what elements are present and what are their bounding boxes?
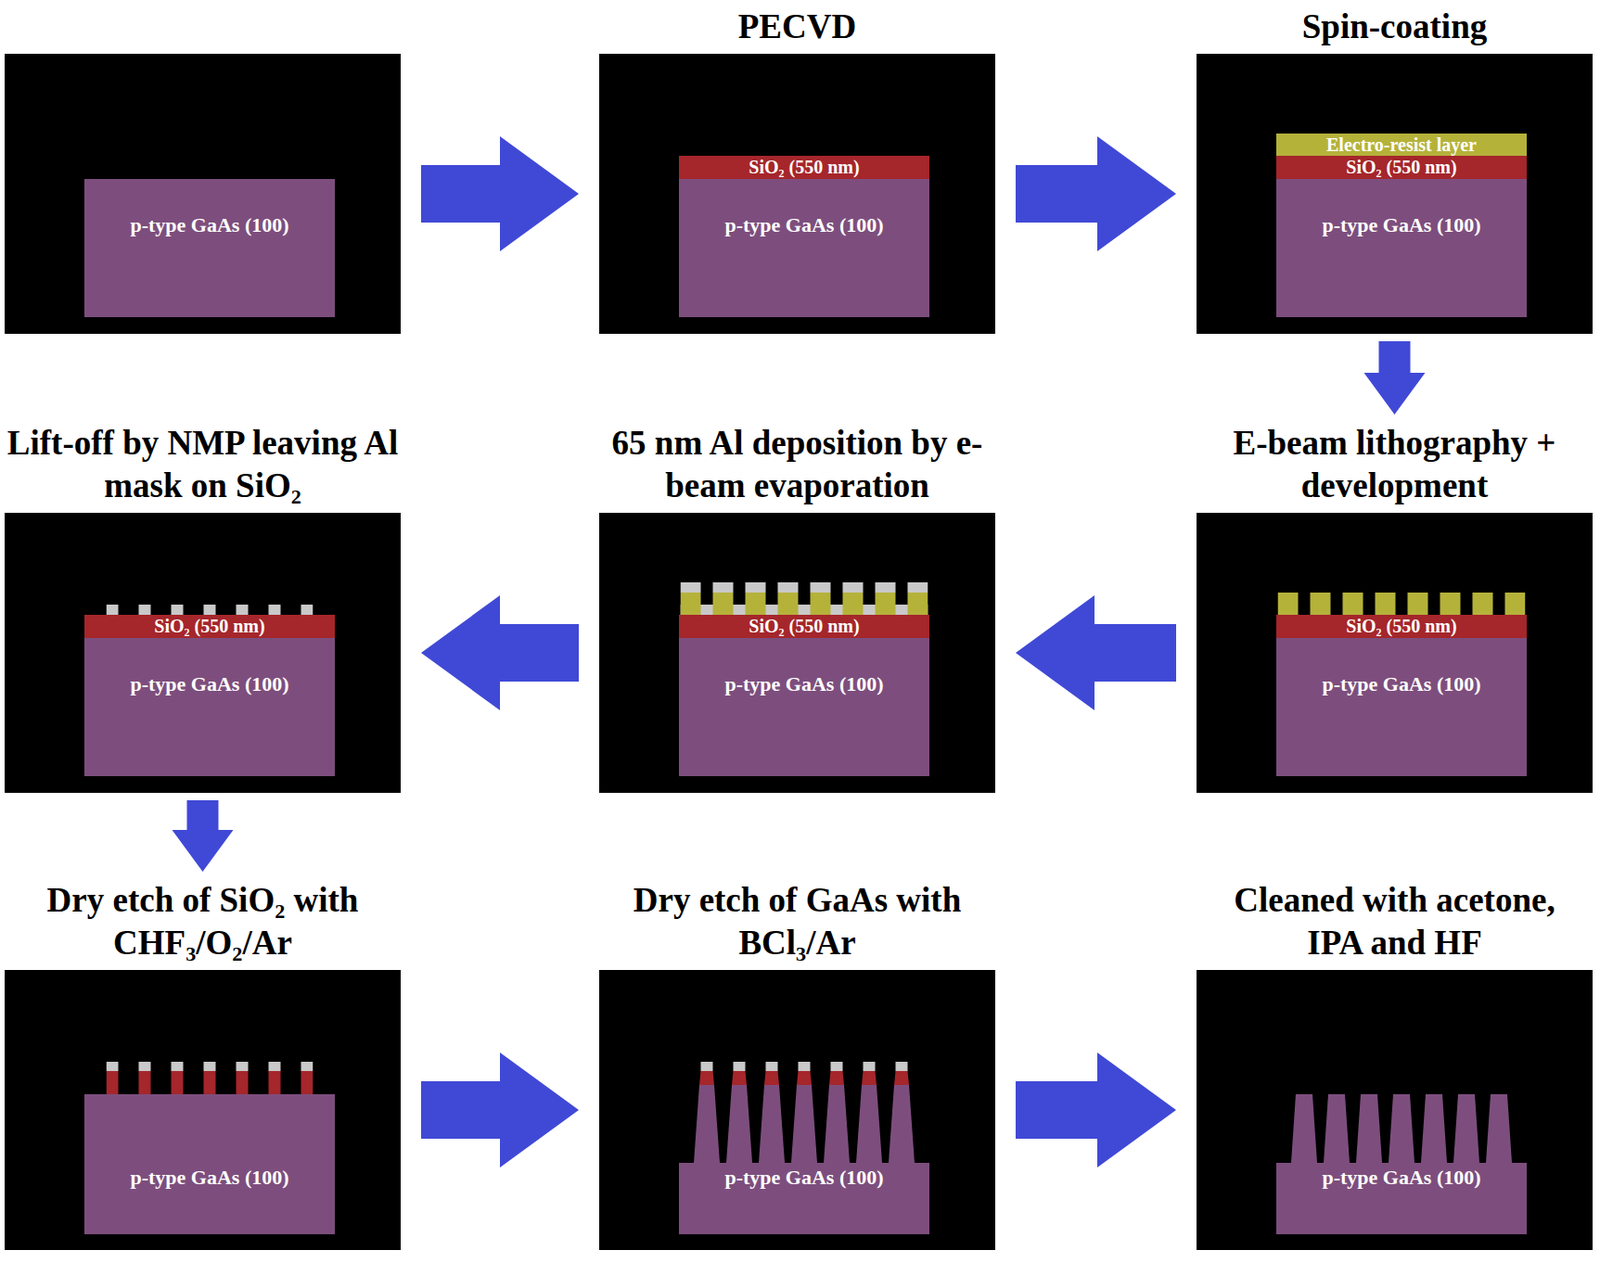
process-step-panel: p-type GaAs (100) (4, 53, 401, 334)
process-step-panel: Lift-off by NMP leaving Al mask on SiO₂S… (4, 512, 401, 794)
step-title-box: 65 nm Al deposition by e-beam evaporatio… (598, 422, 998, 508)
panel-background (4, 512, 401, 794)
panel-background (599, 970, 996, 1251)
panel-background (1196, 512, 1593, 794)
process-step-panel: Cleaned with acetone, IPA and HFp-type G… (1196, 970, 1593, 1251)
gaas-cones-masked (693, 1062, 915, 1164)
layer-label: p-type GaAs (100) (724, 1165, 884, 1191)
layer-label: SiO₂ (550 nm) (153, 614, 265, 639)
layer-label: p-type GaAs (100) (1321, 1165, 1481, 1191)
step-panel-art (599, 970, 996, 1251)
step-title-box: Lift-off by NMP leaving Al mask on SiO₂ (3, 422, 403, 508)
step-title-box: PECVD (598, 5, 998, 49)
process-step-panel: 65 nm Al deposition by e-beam evaporatio… (599, 512, 996, 794)
process-step-panel: E-beam lithography + developmentSiO₂ (55… (1196, 512, 1593, 794)
step-title: PECVD (598, 5, 998, 49)
step-title-box: Dry etch of SiO₂ with CHF₃/O₂/Ar (3, 879, 403, 965)
process-arrow (421, 1052, 579, 1168)
step-title-box: Cleaned with acetone, IPA and HF (1218, 879, 1572, 965)
process-arrow (421, 136, 579, 252)
layer-label: p-type GaAs (100) (1321, 672, 1481, 697)
step-title: Lift-off by NMP leaving Al mask on SiO₂ (3, 422, 403, 508)
material-layer: p-type GaAs (100) (84, 638, 335, 777)
process-arrow (1364, 341, 1426, 415)
oxide-pillars (106, 1062, 314, 1095)
resist-pillars (1278, 592, 1526, 615)
layer-label: p-type GaAs (100) (1321, 213, 1481, 238)
step-title: Dry etch of GaAs with BCl₃/Ar (598, 879, 998, 965)
material-layer: p-type GaAs (100) (678, 1163, 930, 1235)
step-title: Cleaned with acetone, IPA and HF (1218, 879, 1572, 965)
step-title: Dry etch of SiO₂ with CHF₃/O₂/Ar (3, 879, 403, 965)
step-title: E-beam lithography + development (1195, 422, 1595, 508)
step-panel-art (599, 512, 996, 794)
process-arrow (421, 595, 579, 711)
layer-label: SiO₂ (550 nm) (748, 614, 859, 639)
step-title-box: E-beam lithography + development (1195, 422, 1595, 508)
process-arrow (172, 800, 234, 872)
material-layer: p-type GaAs (100) (1276, 1163, 1527, 1235)
step-title: Spin-coating (1195, 5, 1595, 49)
process-step-panel: Spin-coatingElectro-resist layerSiO₂ (55… (1196, 53, 1593, 334)
material-layer: p-type GaAs (100) (678, 638, 930, 777)
panel-background (599, 512, 996, 794)
layer-label: SiO₂ (550 nm) (1345, 614, 1457, 639)
panel-background (1196, 53, 1593, 334)
process-arrow (1015, 595, 1177, 711)
material-layer: SiO₂ (550 nm) (1276, 155, 1527, 180)
process-step-panel: Dry etch of SiO₂ with CHF₃/O₂/Arp-type G… (4, 970, 401, 1251)
material-layer: SiO₂ (550 nm) (84, 614, 335, 639)
process-arrow (1015, 1052, 1177, 1168)
step-title: 65 nm Al deposition by e-beam evaporatio… (598, 422, 998, 508)
step-panel-art (1196, 970, 1593, 1251)
layer-label: SiO₂ (550 nm) (1345, 155, 1457, 180)
step-panel-art (599, 53, 996, 334)
layer-label: p-type GaAs (100) (724, 213, 884, 238)
material-layer: p-type GaAs (100) (84, 1094, 335, 1235)
layer-label: p-type GaAs (100) (724, 672, 884, 697)
material-layer: Electro-resist layer (1276, 133, 1527, 156)
process-step-panel: PECVDSiO₂ (550 nm)p-type GaAs (100) (599, 53, 996, 334)
step-panel-art (4, 512, 401, 794)
layer-label: p-type GaAs (100) (129, 1165, 289, 1191)
process-arrow (1015, 136, 1177, 252)
panel-background (599, 53, 996, 334)
material-layer: p-type GaAs (100) (84, 179, 335, 318)
layer-label: p-type GaAs (100) (129, 672, 289, 697)
material-layer: SiO₂ (550 nm) (1276, 614, 1527, 639)
al-coated-resist (680, 582, 929, 615)
panel-background (4, 970, 401, 1251)
layer-label: SiO₂ (550 nm) (748, 155, 859, 180)
step-title-box: Dry etch of GaAs with BCl₃/Ar (598, 879, 998, 965)
gaas-nanocones (1291, 1094, 1512, 1164)
step-panel-art (4, 970, 401, 1251)
step-panel-art (1196, 53, 1593, 334)
material-layer: SiO₂ (550 nm) (678, 155, 930, 180)
material-layer: p-type GaAs (100) (1276, 638, 1527, 777)
material-layer: p-type GaAs (100) (678, 179, 930, 318)
al-mask-dots (106, 604, 314, 615)
panel-background (1196, 970, 1593, 1251)
panel-background (4, 53, 401, 334)
layer-label: p-type GaAs (100) (129, 213, 289, 238)
layer-label: Electro-resist layer (1326, 133, 1477, 156)
material-layer: p-type GaAs (100) (1276, 179, 1527, 318)
step-title-box: Spin-coating (1195, 5, 1595, 49)
process-step-panel: Dry etch of GaAs with BCl₃/Arp-type GaAs… (599, 970, 996, 1251)
step-panel-art (1196, 512, 1593, 794)
material-layer: SiO₂ (550 nm) (678, 614, 930, 639)
step-panel-art (4, 53, 401, 334)
